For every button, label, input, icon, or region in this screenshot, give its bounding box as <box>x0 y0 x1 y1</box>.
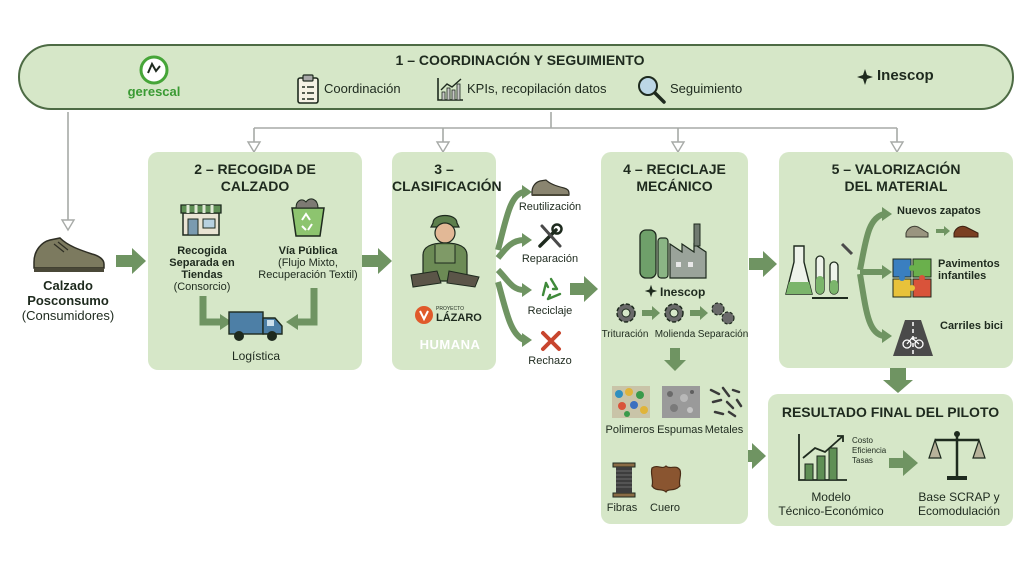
crushing-gear-icon <box>613 300 639 331</box>
street-label-line2: (Flujo Mixto, <box>278 257 338 269</box>
classification-title-line2: CLASIFICACIÓN <box>392 178 502 194</box>
street-label-line3: Recuperación Textil) <box>258 269 358 281</box>
tools-icon <box>536 222 564 255</box>
recycle-bin-icon <box>286 196 330 243</box>
lab-flasks-icon <box>785 242 856 307</box>
source-title-line1: Calzado <box>43 278 93 293</box>
separation-gears-icon <box>709 300 737 331</box>
humana-logo-text: HUMANA <box>419 337 481 352</box>
street-label-line1: Vía Pública <box>278 245 338 257</box>
collection-title-line1: 2 – RECOGIDA DE <box>194 161 316 177</box>
material-polymers-label: Polimeros <box>605 424 655 436</box>
growth-chart-icon <box>797 432 849 487</box>
result-model-line1: Modelo <box>811 490 851 504</box>
inescop-panel-logo-icon <box>644 284 658 303</box>
output-recycle-label: Reciclaje <box>527 305 573 317</box>
inescop-logo-icon <box>856 68 874 91</box>
output-repair-label: Reparación <box>521 253 579 265</box>
coordination-item-label: Coordinación <box>324 81 401 96</box>
kpis-item-label: KPIs, recopilación datos <box>467 81 607 96</box>
recycling-title-line1: 4 – RECICLAJE <box>623 161 726 177</box>
milling-gear-icon <box>661 300 687 331</box>
magnifier-icon <box>636 74 666 109</box>
chart-note-efficiency: Eficiencia <box>852 446 887 455</box>
foams-icon <box>662 386 700 423</box>
step-crushing-label: Trituración <box>601 329 649 340</box>
proyecto-lazaro-small: PROYECTO <box>436 306 464 312</box>
shoe-icon <box>30 232 106 279</box>
product-floor-label-line1: Pavimentos <box>938 258 1000 270</box>
coordination-band <box>18 44 1014 110</box>
reject-cross-icon <box>540 330 562 357</box>
recycling-panel <box>601 152 748 524</box>
result-base-line1: Base SCRAP y <box>918 490 1000 504</box>
gerescal-logo-icon <box>139 55 169 90</box>
source-subtitle: (Consumidores) <box>21 308 115 323</box>
product-bike-label: Carriles bici <box>940 320 1003 332</box>
tracking-item-label: Seguimiento <box>670 81 743 96</box>
store-icon <box>180 199 222 242</box>
valorization-title-line2: DEL MATERIAL <box>844 178 948 194</box>
coordination-title: 1 – COORDINACIÓN Y SEGUIMIENTO <box>395 52 645 68</box>
material-leather-label: Cuero <box>650 502 680 514</box>
valorization-title-line1: 5 – VALORIZACIÓN <box>831 161 961 177</box>
store-label-line2: Separada en <box>169 257 235 269</box>
store-label-line4: (Consorcio) <box>173 281 231 293</box>
fibers-spool-icon <box>612 462 636 503</box>
clipboard-icon <box>296 74 320 109</box>
leather-icon <box>648 462 684 499</box>
shoes-transform-icon <box>904 221 980 246</box>
logistics-label: Logística <box>231 349 281 363</box>
material-metals-label: Metales <box>704 424 744 436</box>
factory-icon <box>636 214 712 285</box>
proyecto-lazaro-logo-icon <box>414 305 434 330</box>
recycle-icon <box>538 276 564 307</box>
bar-chart-icon <box>436 76 464 107</box>
inescop-panel-logo-text: Inescop <box>660 285 706 299</box>
worker-icon <box>409 207 481 298</box>
source-title-line2: Posconsumo <box>27 293 109 308</box>
gerescal-logo-text: gerescal <box>127 84 181 99</box>
material-foams-label: Espumas <box>657 424 703 436</box>
balance-scale-icon <box>928 430 986 487</box>
chart-note-cost: Costo <box>852 436 873 445</box>
product-shoes-label: Nuevos zapatos <box>897 205 981 217</box>
bike-lane-icon <box>893 320 933 361</box>
proyecto-lazaro-text: LÁZARO <box>436 312 482 324</box>
polymers-pellets-icon <box>612 386 650 423</box>
step-separation-label: Separación <box>697 329 749 340</box>
result-title: RESULTADO FINAL DEL PILOTO <box>781 404 1000 420</box>
chart-note-rates: Tasas <box>852 456 873 465</box>
classification-title-line1: 3 – <box>434 161 454 177</box>
metals-icon <box>707 386 743 423</box>
inescop-logo-text: Inescop <box>877 67 934 84</box>
output-reject-label: Rechazo <box>528 355 572 367</box>
truck-icon <box>228 308 284 349</box>
step-milling-label: Molienda <box>654 329 696 340</box>
collection-title-line2: CALZADO <box>220 178 290 194</box>
store-label-line1: Recogida <box>177 245 227 257</box>
output-reuse-label: Reutilización <box>518 201 582 213</box>
result-base-line2: Ecomodulación <box>917 504 1001 518</box>
material-fibers-label: Fibras <box>606 502 638 514</box>
puzzle-tiles-icon <box>892 258 932 303</box>
result-model-line2: Técnico-Económico <box>778 504 884 518</box>
store-label-line3: Tiendas <box>181 269 223 281</box>
product-floor-label-line2: infantiles <box>938 270 987 282</box>
sneaker-icon <box>530 176 570 203</box>
recycling-title-line2: MECÁNICO <box>636 178 713 194</box>
